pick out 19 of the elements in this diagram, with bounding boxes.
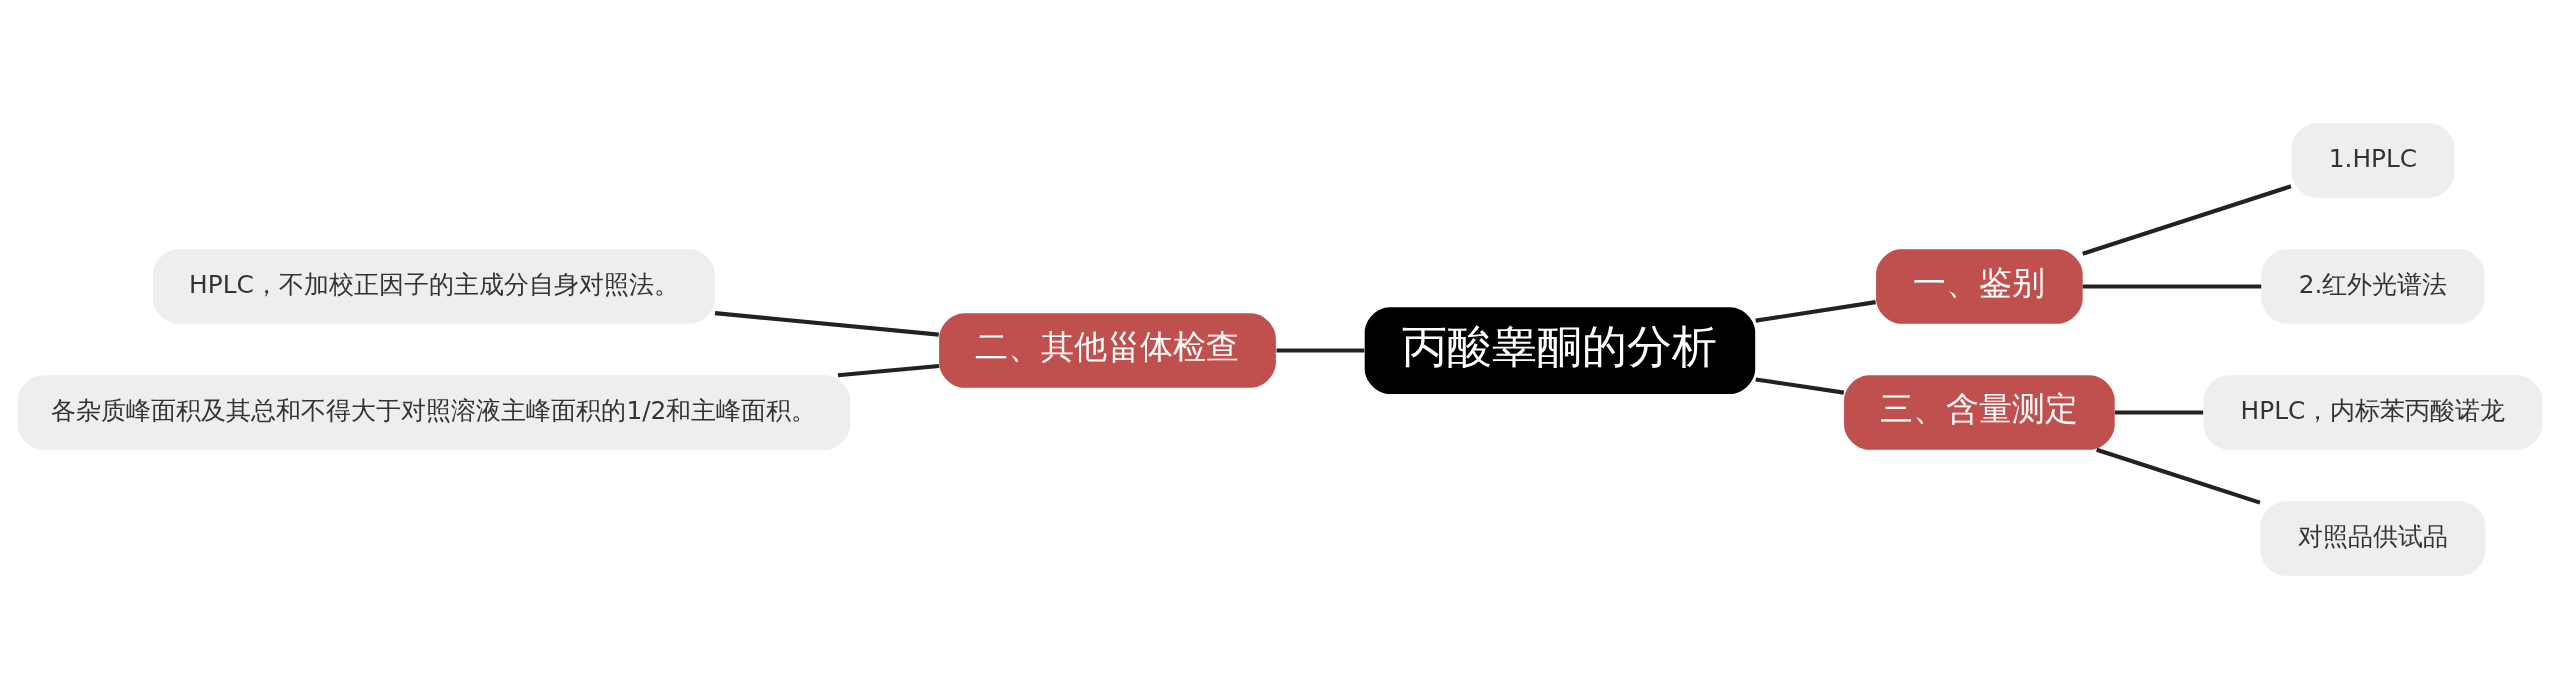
- connector: [1755, 299, 1876, 323]
- connector: [1276, 347, 1365, 353]
- connector: [2096, 447, 2261, 505]
- node-box: 对照品供试品: [2260, 500, 2486, 576]
- node-box: 丙酸睾酮的分析: [1364, 306, 1756, 394]
- connector: [714, 310, 939, 337]
- node-box: 三、含量测定: [1844, 374, 2115, 450]
- node-box: 1.HPLC: [2291, 122, 2455, 198]
- node-box: 一、鉴别: [1876, 248, 2083, 324]
- connector: [2082, 183, 2292, 256]
- connector: [2082, 283, 2262, 289]
- node-box: 各杂质峰面积及其总和不得大于对照溶液主峰面积的1/2和主峰面积。: [17, 374, 851, 450]
- connector: [1755, 376, 1845, 395]
- node-box: 二、其他甾体检查: [939, 312, 1276, 388]
- connector: [837, 363, 940, 377]
- node-box: HPLC，不加校正因子的主成分自身对照法。: [152, 248, 715, 324]
- node-box: 2.红外光谱法: [2261, 248, 2485, 324]
- connector: [2114, 409, 2204, 415]
- node-box: HPLC，内标苯丙酸诺龙: [2203, 374, 2543, 450]
